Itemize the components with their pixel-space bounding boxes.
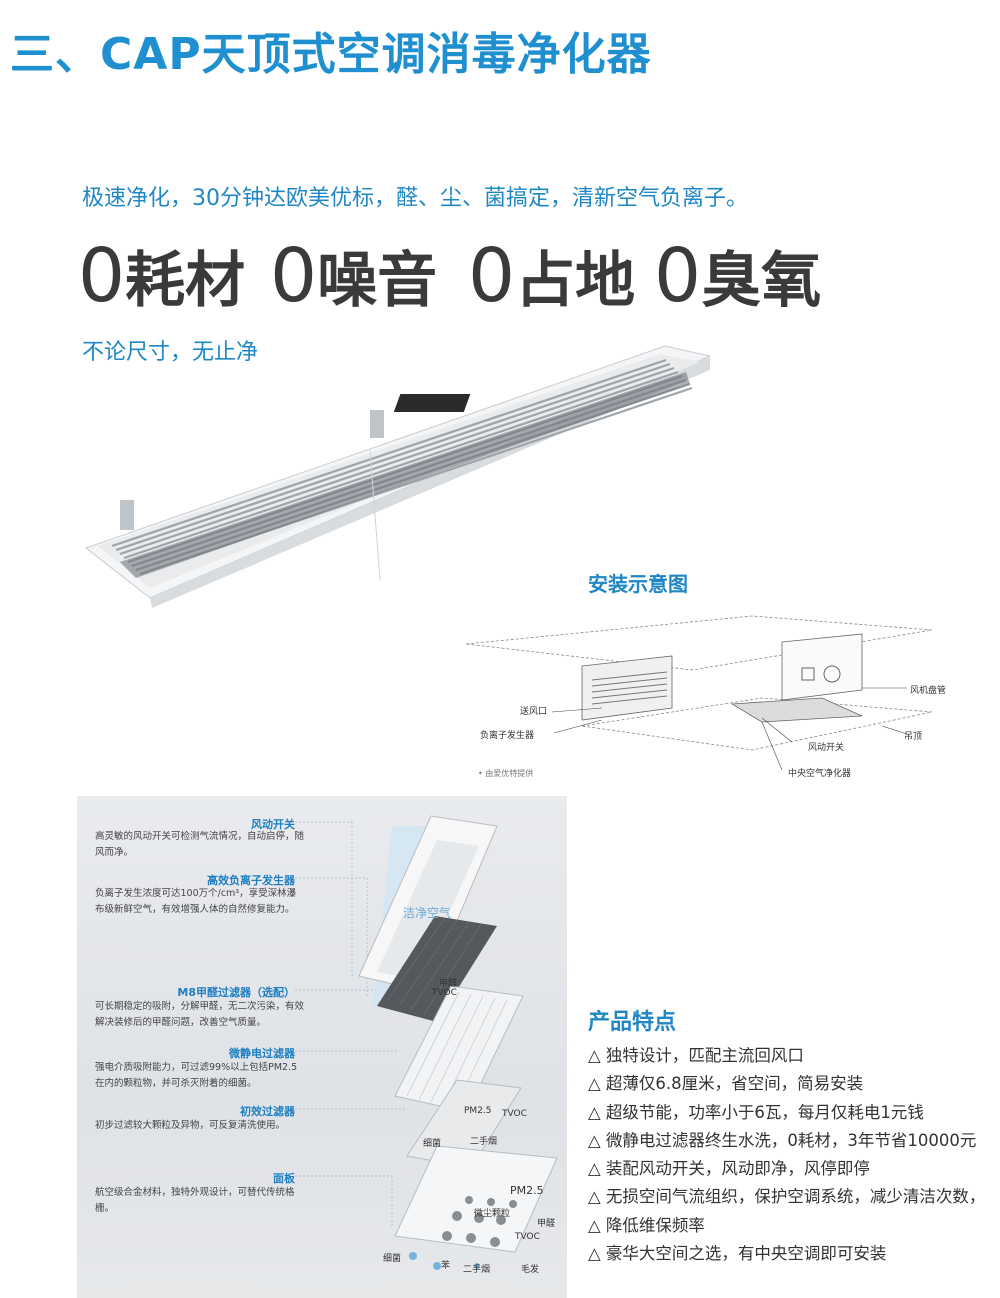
feature-ion-generator-desc: 负离子发生浓度可达100万个/cm³，享受深林瀑布级新鲜空气，有效增强人体的自然… bbox=[95, 888, 297, 915]
label-dust: 微尘颗粒 bbox=[474, 1209, 511, 1219]
zero-noise: 0噪音 bbox=[270, 233, 438, 319]
feature-m8-filter-title: M8甲醛过滤器（选配） bbox=[177, 986, 295, 999]
label-central-purifier: 中央空气净化器 bbox=[788, 769, 852, 779]
label-benzene: 苯 bbox=[441, 1261, 451, 1271]
label-pm25-bottom: PM2.5 bbox=[510, 1184, 544, 1197]
label-hair: 毛发 bbox=[521, 1265, 540, 1275]
zero-consumables: 0耗材 bbox=[78, 233, 246, 319]
label-ion-generator: 负离子发生器 bbox=[480, 731, 535, 741]
exploded-view-panel: 风动开关 高灵敏的风动开关可检测气流情况，自动启停，随风而净。 高效负离子发生器… bbox=[77, 796, 567, 1298]
subtitle: 不论尺寸，无止净 bbox=[82, 340, 259, 365]
label-smoke-bottom: 二手烟 bbox=[463, 1265, 491, 1275]
label-pm25-mid: PM2.5 bbox=[464, 1106, 492, 1116]
features-list: △ 独特设计，匹配主流回风口 △ 超薄仅6.8厘米，省空间，简易安装 △ 超级节… bbox=[588, 1042, 985, 1268]
feature-item: △ 装配风动开关，风动即净，风停即停 bbox=[588, 1159, 870, 1179]
zero-ozone: 0臭氧 bbox=[654, 233, 822, 319]
feature-face-panel-title: 面板 bbox=[273, 1172, 295, 1185]
label-ceiling: 吊顶 bbox=[904, 732, 923, 742]
purifier-product-image bbox=[84, 345, 710, 608]
feature-wind-switch-title: 风动开关 bbox=[251, 818, 295, 831]
feature-ion-generator-title: 高效负离子发生器 bbox=[207, 874, 295, 887]
label-formaldehyde-top: 甲醛 bbox=[439, 979, 458, 989]
label-formaldehyde-bottom: 甲醛 bbox=[537, 1219, 556, 1229]
feature-m8-filter-desc: 可长期稳定的吸附，分解甲醛，无二次污染，有效解决装修后的甲醛问题，改善空气质量。 bbox=[95, 1001, 305, 1028]
feature-item: △ 独特设计，匹配主流回风口 bbox=[588, 1046, 804, 1065]
feature-item: △ 微静电过滤器终生水洗，0耗材，3年节省10000元 bbox=[588, 1130, 977, 1150]
feature-item: △ 超级节能，功率小于6瓦，每月仅耗电1元钱 bbox=[588, 1102, 924, 1122]
label-wind-switch: 风动开关 bbox=[808, 743, 845, 753]
label-bacteria-bottom: 细菌 bbox=[383, 1254, 402, 1264]
feature-item: △ 降低维保频率 bbox=[588, 1215, 705, 1235]
feature-primary-filter-desc: 初步过滤较大颗粒及异物，可反复清洗使用。 bbox=[95, 1120, 286, 1131]
feature-item: △ 豪华大空间之选，有中央空调即可安装 bbox=[588, 1244, 887, 1264]
feature-static-filter-desc: 强电介质吸附能力，可过滤99%以上包括PM2.5在内的颗粒物，并可杀灭附着的细菌… bbox=[95, 1062, 298, 1089]
tagline: 极速净化，30分钟达欧美优标，醛、尘、菌搞定，清新空气负离子。 bbox=[82, 186, 748, 211]
label-clean-air: 洁净空气 bbox=[403, 906, 452, 920]
zero-floor-space: 0占地 bbox=[468, 233, 636, 319]
label-smoke-mid: 二手烟 bbox=[470, 1137, 498, 1147]
label-bacteria-mid: 细菌 bbox=[423, 1139, 442, 1149]
features-title: 产品特点 bbox=[588, 1010, 677, 1035]
install-diagram-title: 安装示意图 bbox=[588, 572, 688, 596]
label-tvoc-mid: TVOC bbox=[502, 1109, 527, 1119]
label-fan-duct: 风机盘管 bbox=[910, 686, 947, 696]
feature-wind-switch-desc: 高灵敏的风动开关可检测气流情况，自动启停，随风而净。 bbox=[95, 831, 305, 858]
install-diagram bbox=[465, 615, 932, 771]
feature-static-filter-title: 微静电过滤器 bbox=[229, 1047, 295, 1060]
install-note: • 由爱优特提供 bbox=[478, 769, 534, 778]
label-tvoc-bottom: TVOC bbox=[515, 1232, 540, 1242]
label-tvoc-top: TVOC bbox=[432, 988, 457, 998]
exploded-layers-graphic bbox=[295, 815, 558, 1270]
page-title: 三、CAP天顶式空调消毒净化器 bbox=[10, 29, 652, 80]
feature-item: △ 超薄仅6.8厘米，省空间，简易安装 bbox=[588, 1074, 864, 1094]
feature-primary-filter-title: 初效过滤器 bbox=[240, 1105, 295, 1118]
feature-face-panel-desc: 航空级合金材料，独特外观设计，可替代传统格栅。 bbox=[95, 1187, 295, 1214]
label-air-outlet: 送风口 bbox=[520, 707, 548, 717]
feature-item: △ 无损空间气流组织，保护空调系统，减少清洁次数， bbox=[588, 1187, 986, 1207]
